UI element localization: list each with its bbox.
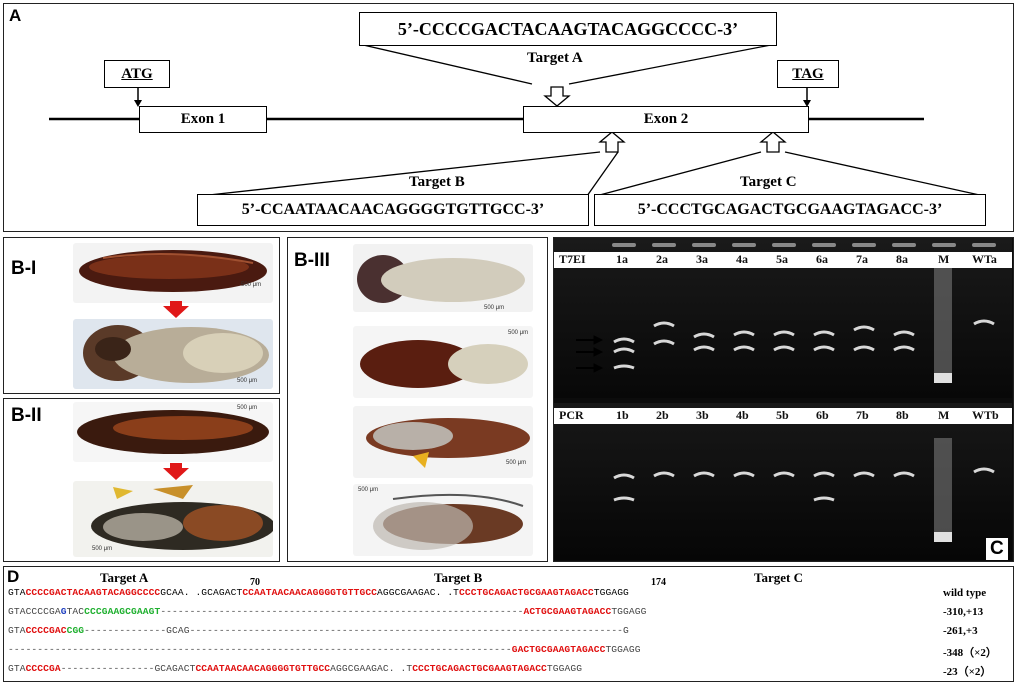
down-arrow-icon-2 [163, 463, 189, 480]
panel-c: T7EI 1a 2a 3a 4a 5a 6a 7a 8a M WTa PCR 1… [553, 237, 1014, 562]
t7-lane-wta: WTa [972, 252, 997, 266]
b3-image-2 [353, 326, 533, 398]
target-a-label: Target A [527, 50, 583, 66]
pcr-label: PCR [559, 408, 584, 422]
scale-bar-label: 500 μm [241, 282, 262, 288]
b3-image-3 [353, 406, 533, 478]
panel-d: D Target A Target B Target C 70 174 GTAC… [3, 566, 1014, 682]
scale-bar-label-5: 500 μm [484, 305, 505, 311]
panel-c-label: C [986, 538, 1008, 560]
gel-bands [576, 243, 996, 542]
pos-70: 70 [250, 577, 260, 588]
exon-1-box: Exon 1 [139, 106, 267, 133]
seq-row-wild-type: GTACCCCGACTACAAGTACAGGCCCCGCAA. .GCAGACT… [8, 587, 629, 598]
target-c-label: Target C [740, 174, 797, 190]
pcr-lane-5b: 5b [776, 408, 789, 422]
seq-row-4: ----------------------------------------… [8, 644, 641, 655]
atg-codon-box: ATG [104, 60, 170, 88]
scale-bar-label-8: 500 μm [358, 487, 379, 493]
pcr-lane-6b: 6b [816, 408, 829, 422]
panel-a-label: A [9, 6, 22, 25]
pcr-lane-7b: 7b [856, 408, 869, 422]
panel-b2-label: B-II [11, 405, 42, 426]
pupa-image-b2 [73, 402, 273, 462]
b3-image-1 [353, 244, 533, 312]
row-label-5: -23（×2） [943, 666, 992, 678]
t7-lane-8a: 8a [896, 252, 908, 266]
pos-174: 174 [651, 577, 666, 588]
target-b-sequence-box: 5’-CCAATAACAACAGGGGTGTTGCC-3’ [197, 194, 589, 226]
panel-b1: B-I 500 μm 500 μm [3, 237, 280, 394]
exon-2-box: Exon 2 [523, 106, 809, 133]
seq-row-2: GTACCCCGAGTACCCCGAAGCGAAGT--------------… [8, 606, 647, 617]
t7-lane-m: M [938, 252, 950, 266]
t7-lane-1a: 1a [616, 252, 628, 266]
down-arrow-icon [163, 301, 189, 318]
row-label-4: -348（×2） [943, 647, 997, 659]
t7ei-label: T7EI [559, 252, 586, 266]
emerged-moth-image [73, 481, 273, 557]
diseased-pupa-image [73, 319, 273, 389]
scale-bar-label-3: 500 μm [237, 405, 258, 411]
panel-d-label: D [7, 567, 20, 586]
seq-row-3: GTACCCCGACCGG--------------GCAG---------… [8, 625, 629, 636]
tag-codon-box: TAG [777, 60, 839, 88]
d-target-a-label: Target A [100, 570, 149, 585]
t7-lane-2a: 2a [656, 252, 668, 266]
pcr-lane-1b: 1b [616, 408, 629, 422]
scale-bar-label-4: 500 μm [92, 546, 113, 552]
pcr-lane-m: M [938, 408, 950, 422]
d-target-c-label: Target C [754, 570, 803, 585]
panel-a: A 5’-CCCCGACTACAAGTACAGGCCCC-3’ Target A… [3, 3, 1014, 232]
panel-b3: B-III 500 μm 500 μm 500 μm 500 μm [287, 237, 548, 562]
panel-b3-label: B-III [294, 250, 330, 271]
pcr-lane-4b: 4b [736, 408, 749, 422]
t7-lane-4a: 4a [736, 252, 748, 266]
t7-lane-3a: 3a [696, 252, 708, 266]
row-label-2: -310,+13 [943, 606, 984, 618]
t7-lane-6a: 6a [816, 252, 828, 266]
scale-bar-label-7: 500 μm [506, 460, 527, 466]
target-b-label: Target B [409, 174, 465, 190]
row-label-wild-type: wild type [943, 587, 987, 599]
pupa-image-top [73, 243, 273, 303]
pcr-lane-2b: 2b [656, 408, 669, 422]
target-a-sequence-box: 5’-CCCCGACTACAAGTACAGGCCCC-3’ [359, 12, 777, 46]
t7-lane-7a: 7a [856, 252, 868, 266]
panel-b1-label: B-I [11, 258, 37, 279]
seq-row-5: GTACCCCGA----------------GCAGACTCCAATAAC… [8, 663, 583, 674]
t7-lane-5a: 5a [776, 252, 788, 266]
panel-b2: B-II 500 μm 500 μm [3, 398, 280, 562]
b3-image-4 [353, 484, 533, 556]
d-target-b-label: Target B [434, 570, 483, 585]
scale-bar-label-6: 500 μm [508, 330, 529, 336]
pcr-lane-wtb: WTb [972, 408, 999, 422]
row-label-3: -261,+3 [943, 625, 978, 637]
scale-bar-label-2: 500 μm [237, 378, 258, 384]
pcr-lane-3b: 3b [696, 408, 709, 422]
target-c-sequence-box: 5’-CCCTGCAGACTGCGAAGTAGACC-3’ [594, 194, 986, 226]
pcr-lane-8b: 8b [896, 408, 909, 422]
